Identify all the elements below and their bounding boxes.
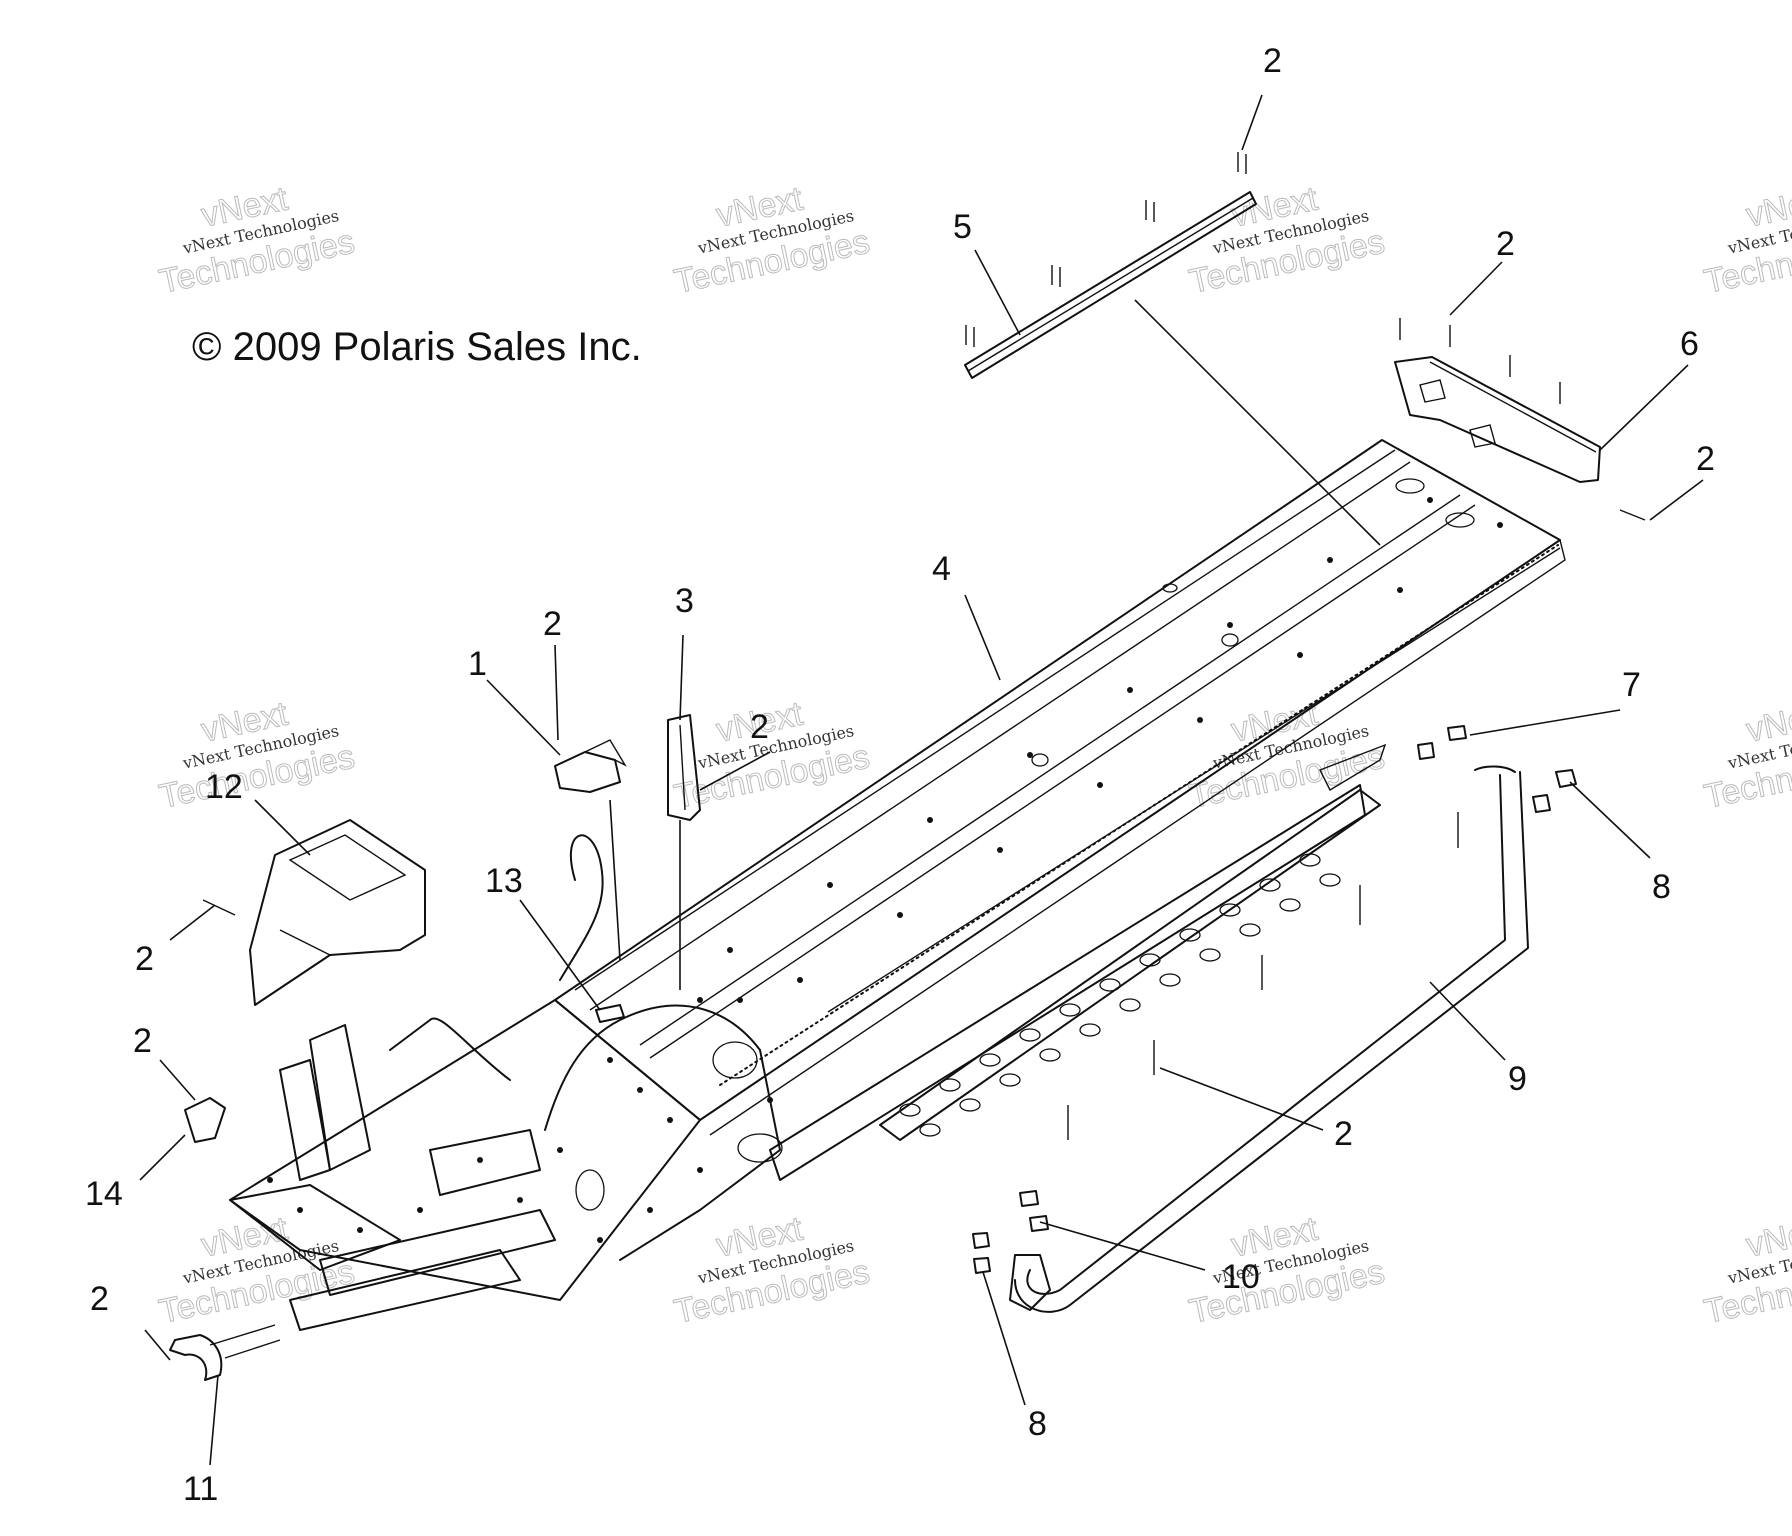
callout-2: 2 <box>1334 1115 1353 1153</box>
watermark: vNext vNext Technologies Technologies <box>670 1209 873 1332</box>
running-board <box>769 743 1387 1181</box>
callout-10: 10 <box>1222 1258 1260 1296</box>
bracket-1-part <box>554 739 627 793</box>
callout-2: 2 <box>135 940 154 978</box>
callout-3: 3 <box>675 582 694 620</box>
callout-4: 4 <box>932 550 951 588</box>
watermark: vNext vNext Technologies Technologies <box>1185 694 1388 817</box>
watermark: vNext vNext Technologies Technologies <box>670 694 873 817</box>
tunnel-side-frame <box>229 834 783 1331</box>
callout-2: 2 <box>543 605 562 643</box>
watermark: vNext vNext Technologies Technologies <box>670 179 873 302</box>
callout-2: 2 <box>1496 225 1515 263</box>
callout-11: 11 <box>183 1470 218 1508</box>
copyright-text: © 2009 Polaris Sales Inc. <box>192 325 642 369</box>
frame-holes <box>267 997 773 1243</box>
callout-8: 8 <box>1028 1405 1047 1443</box>
callout-2: 2 <box>133 1022 152 1060</box>
leader-lines <box>139 94 1704 1466</box>
callout-7: 7 <box>1622 666 1641 704</box>
watermark: vNext vNext Technologies Technologies <box>1700 179 1792 302</box>
callout-1: 1 <box>468 645 487 683</box>
rear-bumper-part <box>1394 318 1646 521</box>
callout-12: 12 <box>205 768 243 806</box>
callout-2: 2 <box>90 1280 109 1318</box>
watermark: vNext vNext Technologies Technologies <box>1700 1209 1792 1332</box>
callout-13: 13 <box>485 862 523 900</box>
callout-2: 2 <box>1696 440 1715 478</box>
hardware-fasteners <box>972 725 1577 1274</box>
callout-8: 8 <box>1652 868 1671 906</box>
callout-2: 2 <box>750 708 769 746</box>
rail-fasteners <box>965 152 1247 347</box>
callout-2: 2 <box>1263 42 1282 80</box>
watermark: vNext vNext Technologies Technologies <box>1185 1209 1388 1332</box>
watermark: vNext vNext Technologies Technologies <box>155 1209 358 1332</box>
rail-part <box>964 152 1257 379</box>
watermark: vNext vNext Technologies Technologies <box>1700 694 1792 817</box>
callout-9: 9 <box>1508 1060 1527 1098</box>
callouts: 2 5 2 6 2 4 3 2 1 2 12 13 2 2 14 7 8 9 2… <box>85 42 1715 1508</box>
callout-6: 6 <box>1680 325 1699 363</box>
running-board-perforations <box>899 853 1341 1137</box>
tunnel-holes <box>727 478 1503 983</box>
watermark: vNext vNext Technologies Technologies <box>155 694 358 817</box>
bracket-12-part <box>202 819 426 1006</box>
grab-bar-part <box>1009 765 1529 1313</box>
callout-14: 14 <box>85 1175 123 1213</box>
bracket-3-part <box>667 714 701 821</box>
clip-14-part <box>184 1097 226 1143</box>
bracket-11-part <box>169 1324 281 1381</box>
watermark: vNext vNext Technologies Technologies <box>155 179 358 302</box>
bumper-fasteners <box>1399 318 1561 404</box>
callout-5: 5 <box>953 208 972 246</box>
bolt-13-part <box>595 1004 625 1023</box>
